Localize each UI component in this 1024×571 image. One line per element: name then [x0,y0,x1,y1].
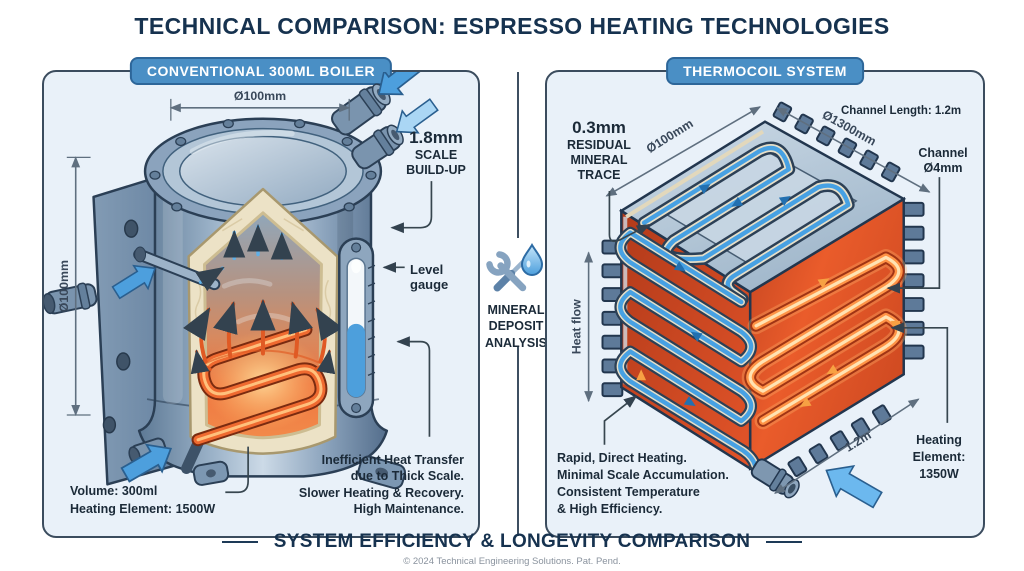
thermocoil-diagram: Ø100mm Ø1300mm 1.2m Heat flow [570,101,949,516]
inlet-nozzle-lower [351,124,404,170]
scale-thickness-value: 1.8mm [409,128,463,147]
dim-side-label: Ø100mm [57,260,71,312]
channel-size-line: Ø4mm [923,160,963,175]
copyright-text: © 2024 Technical Engineering Solutions. … [403,556,621,567]
residual-label-line: TRACE [577,167,621,182]
dimension-side-height [66,156,91,417]
drawback-line: Inefficient Heat Transfer [321,453,464,467]
dim-line-length [773,398,920,494]
cooling-fins-right [901,201,925,360]
benefit-line: Consistent Temperature [557,484,700,499]
boiler-specs-label: Volume: 300ml Heating Element: 1500W [70,482,215,518]
heating-element-line: Heating [916,433,962,447]
water-channel-left [614,226,762,472]
dim-line-depth [775,107,931,193]
spec-heating-element: Heating Element: 1500W [70,502,216,517]
panel-conventional-boiler: CONVENTIONAL 300ML BOILER [42,57,480,538]
divider-line-bottom [517,346,519,536]
heating-element-line: Element: [912,449,966,464]
steam-arrows [195,223,293,292]
gauge-label-line: Level [410,262,444,277]
panel-badge-thermocoil: THERMOCOIL SYSTEM [666,57,864,85]
heating-element-line: 1350W [919,466,959,481]
water-drop-icon [520,243,544,276]
footer-rule-right [766,540,803,544]
benefit-line: & High Efficiency. [557,501,663,516]
mineral-analysis-icons [486,243,544,292]
leader-heating-element [890,322,949,423]
thermocoil-benefits-label: Rapid, Direct Heating. Minimal Scale Acc… [557,450,729,518]
leader-specs [225,446,249,494]
scale-label-line: SCALE [414,148,458,163]
channel-size-line: Channel [918,146,968,160]
channel-length-label: Channel Length: 1.2m [841,105,962,117]
boiler-foot-left [192,460,230,486]
divider-line-top [517,72,519,238]
footer-rule-left [221,540,258,544]
leader-lines [225,181,433,494]
residual-trace-label: 0.3mm RESIDUAL MINERAL TRACE [553,118,645,182]
leader-drawbacks [396,336,431,437]
dimension-lines [584,106,931,494]
scale-label-line: BUILD-UP [406,162,466,177]
dim-top-label: Ø100mm [234,89,286,103]
boiler-dome [143,117,383,225]
leader-channel-size [886,177,941,294]
heat-rise-arrows [183,298,343,375]
benefit-line: Rapid, Direct Heating. [557,451,687,465]
boiler-drawbacks-label: Inefficient Heat Transfer due to Thick S… [299,452,464,517]
heat-flow-label: Heat flow [570,299,584,354]
boiler-foot-right [357,455,406,490]
boiler-cutaway-diagram: Ø100mm Ø100mm [44,72,443,494]
dim-line-width [605,106,762,197]
footer-title: SYSTEM EFFICIENCY & LONGEVITY COMPARISON [273,531,751,552]
center-label-line: ANALYSIS [484,335,548,350]
leader-scale-buildup [390,181,433,234]
dimension-top-diameter [169,98,351,121]
water-arrow-outlet [816,454,887,516]
page-title: TECHNICAL COMPARISON: ESPRESSO HEATING T… [134,13,890,39]
gauge-label-line: gauge [410,277,449,293]
wrench-icon [486,251,527,292]
leader-benefits [603,395,638,445]
residual-label-line: MINERAL [570,152,628,167]
panel-thermocoil: THERMOCOIL SYSTEM [545,57,985,538]
center-label-line: DEPOSIT [488,319,544,334]
panel-badge-conventional: CONVENTIONAL 300ML BOILER [129,57,393,85]
channel-size-label: Channel Ø4mm [917,146,969,176]
dome-bolts [149,119,377,212]
level-gauge [338,237,376,419]
inlet-pipe-left [44,282,98,315]
residual-value: 0.3mm [572,118,626,137]
drawback-line: due to Thick Scale. [350,469,464,484]
dim-diag-left-label: Ø100mm [644,116,696,156]
residual-label-line: RESIDUAL [567,138,631,153]
drawback-line: High Maintenance. [353,501,464,516]
mineral-analysis-label: MINERAL DEPOSIT ANALYSIS [480,302,552,351]
leader-residual-trace [608,191,651,243]
footer-title-row: SYSTEM EFFICIENCY & LONGEVITY COMPARISON [0,531,1024,553]
heating-element-label: Heating Element: 1350W [909,432,969,483]
level-gauge-label: Level gauge [410,262,448,293]
benefit-line: Minimal Scale Accumulation. [557,467,729,482]
drawback-line: Slower Heating & Recovery. [298,485,464,500]
gauge-tick-marks [367,264,376,376]
spec-volume: Volume: 300ml [70,484,158,498]
leader-lines-right [603,177,949,445]
center-label-line: MINERAL [487,303,545,317]
scale-buildup-label: 1.8mm SCALE BUILD-UP [394,128,478,178]
